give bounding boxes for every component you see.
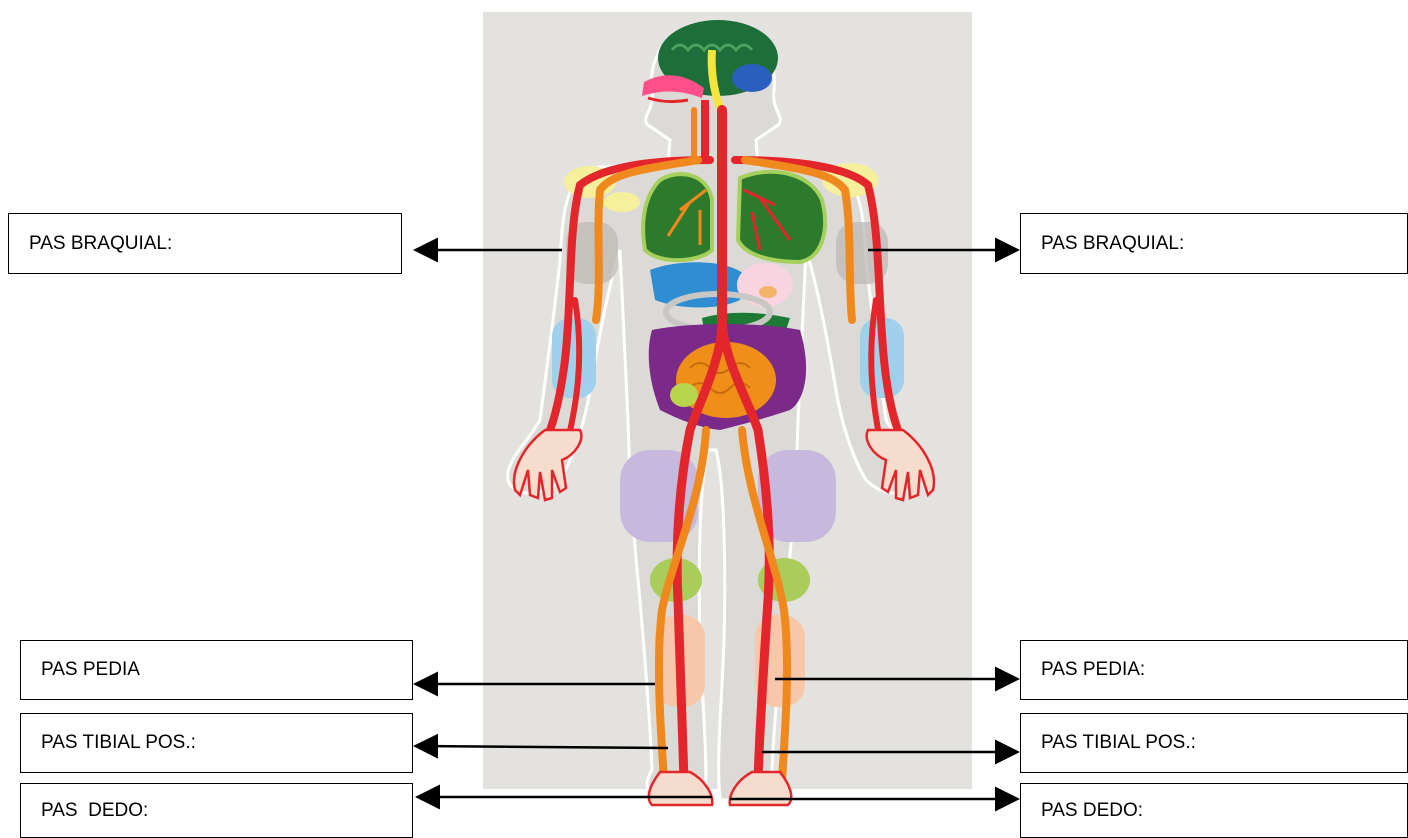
label-left-tibial[interactable]: PAS TIBIAL POS.: — [20, 713, 413, 773]
stomach — [737, 263, 793, 307]
gallbladder — [759, 286, 777, 298]
liver — [650, 262, 745, 307]
appendix-patch — [670, 383, 698, 407]
label-left-toe[interactable]: PAS DEDO: — [20, 783, 413, 838]
left-lung — [643, 174, 712, 260]
label-right-pedia[interactable]: PAS PEDIA: — [1020, 640, 1408, 700]
label-left-pedia[interactable]: PAS PEDIA — [20, 640, 413, 700]
label-right-toe[interactable]: PAS DEDO: — [1020, 783, 1408, 838]
label-left-brachial[interactable]: PAS BRAQUIAL: — [8, 213, 402, 274]
left-chest-pad — [604, 192, 640, 212]
cerebellum — [732, 64, 772, 92]
label-right-tibial[interactable]: PAS TIBIAL POS.: — [1020, 713, 1408, 773]
right-lung — [738, 172, 825, 262]
label-right-brachial[interactable]: PAS BRAQUIAL: — [1020, 213, 1408, 274]
